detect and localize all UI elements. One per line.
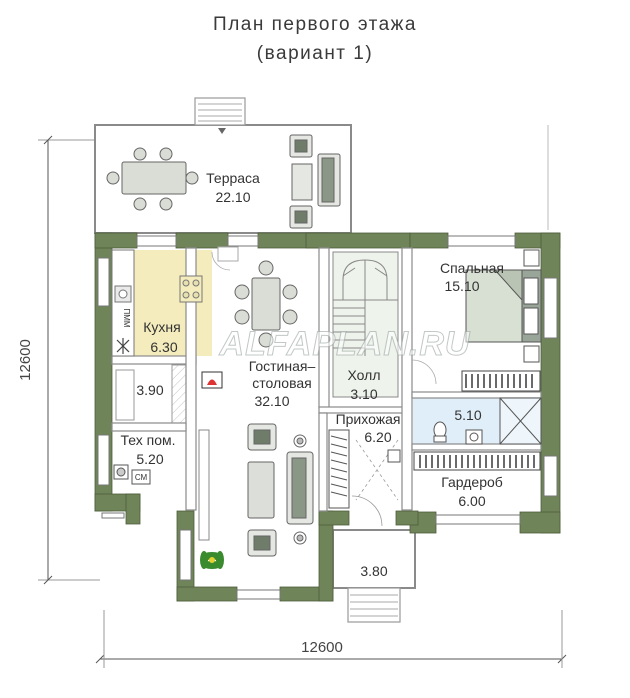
living-sofa-icon <box>247 423 314 557</box>
wardrobe-area-value: 6.00 <box>458 493 485 509</box>
entrance-area-value: 6.20 <box>364 429 391 445</box>
terrace-area-value: 22.10 <box>215 189 250 205</box>
boiler-icon <box>113 464 151 485</box>
width-dimension: 12600 <box>301 639 343 656</box>
living-room-area-value: 32.10 <box>254 393 289 409</box>
interior-walls <box>111 247 542 512</box>
storage-shelf <box>115 369 135 421</box>
fridge-icon <box>116 338 130 354</box>
watermark: ALFAPLAN.RU <box>219 325 471 363</box>
dimension-lines <box>38 125 567 668</box>
entrance-label: Прихожая <box>336 411 401 427</box>
terrace-entry-arrow-icon <box>218 128 226 134</box>
kitchen-label: Кухня <box>143 319 180 335</box>
bedroom-door-swing <box>411 359 437 385</box>
storage-area-value: 3.90 <box>136 382 163 398</box>
hall-area-value: 3.10 <box>350 386 377 402</box>
terrace-sofa-icon <box>289 134 341 229</box>
porch-area-value: 3.80 <box>360 563 387 579</box>
plan-title: План первого этажа <box>213 14 417 35</box>
windows <box>97 235 558 600</box>
kitchen-area-value: 6.30 <box>150 339 177 355</box>
tv-stand <box>198 429 210 541</box>
height-dimension: 12600 <box>17 339 34 381</box>
entrance-cabinet <box>387 449 401 463</box>
fireplace-icon <box>201 371 223 389</box>
plan-subtitle: (вариант 1) <box>256 43 374 64</box>
terrace-dining-table-icon <box>106 147 199 211</box>
terrace-label: Терраса <box>206 170 260 186</box>
pantry-shelf <box>171 364 187 430</box>
wardrobe-rack <box>413 451 541 471</box>
porch-area <box>332 529 416 623</box>
tech-room-area-value: 5.20 <box>136 451 163 467</box>
bathroom-area-value: 5.10 <box>454 407 481 423</box>
staircase <box>332 251 399 398</box>
bedroom-label: Спальная <box>440 260 504 276</box>
washer-label: СМ <box>135 473 148 482</box>
kitchen-counter <box>111 249 203 357</box>
bathroom-fixtures <box>433 397 542 445</box>
hall-label: Холл <box>348 367 381 383</box>
living-door-leaf <box>217 246 239 262</box>
bedroom-area-value: 15.10 <box>444 278 479 294</box>
living-room-label-line1: Гостиная– <box>249 358 316 374</box>
living-room-label-line2: столовая <box>252 375 312 391</box>
wardrobe-label: Гардероб <box>441 474 503 490</box>
dishwasher-label: ПММ <box>122 308 131 327</box>
bed-icon <box>465 249 542 363</box>
plant-icon <box>200 551 224 569</box>
dining-table-icon <box>234 260 298 348</box>
bedroom-closet <box>461 370 541 392</box>
tech-room-label: Тех пом. <box>120 432 175 448</box>
entrance-wardrobe <box>328 429 350 509</box>
